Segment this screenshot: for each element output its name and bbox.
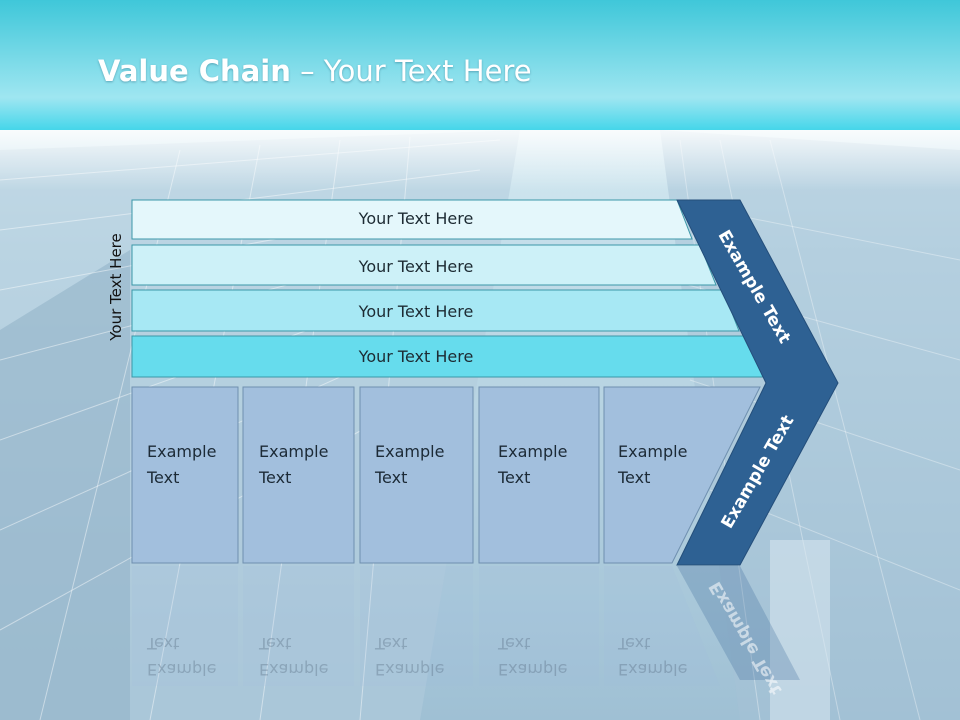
activity-box-reflection [479, 566, 599, 686]
bar-label: Your Text Here [358, 209, 474, 228]
title-bold: Value Chain [98, 54, 291, 88]
activity-box [131, 386, 239, 564]
box-label-line: Text [375, 468, 408, 487]
box-label-reflection: Example Text [147, 630, 216, 682]
box-label-line: Example [618, 442, 688, 461]
box-label: Example Text [618, 439, 687, 491]
reflection-line: Example [375, 660, 445, 679]
box-label-line: Text [147, 468, 180, 487]
reflection-line: Example [498, 660, 568, 679]
box-label-line: Text [259, 468, 292, 487]
value-bar [131, 244, 717, 286]
box-label-line: Example [147, 442, 217, 461]
box-layer [131, 386, 761, 686]
activity-box [242, 386, 355, 564]
box-label-line: Text [618, 468, 651, 487]
activity-box-reflection [243, 566, 354, 686]
box-label-line: Example [375, 442, 445, 461]
title-rest: – Your Text Here [290, 54, 532, 88]
reflection-line: Example [618, 660, 688, 679]
activity-box [478, 386, 600, 564]
box-label-line: Example [498, 442, 568, 461]
reflection-line: Text [147, 634, 180, 653]
box-label-reflection: Example Text [618, 630, 687, 682]
chevron-arrow [676, 199, 839, 566]
bar-label: Your Text Here [358, 257, 474, 276]
activity-box-reflection [132, 566, 238, 686]
reflection-line: Example [147, 660, 217, 679]
bar-label: Your Text Here [358, 347, 474, 366]
chevron-reflection [677, 566, 800, 680]
reflection-line: Example [259, 660, 329, 679]
activity-box [359, 386, 474, 564]
reflection-line: Text [375, 634, 408, 653]
reflection-line: Text [618, 634, 651, 653]
value-bar [131, 289, 740, 332]
box-label: Example Text [259, 439, 328, 491]
reflection-line: Text [498, 634, 531, 653]
box-label: Example Text [147, 439, 216, 491]
slide-title: Value Chain – Your Text Here [98, 54, 532, 88]
box-label-reflection: Example Text [375, 630, 444, 682]
value-bar [131, 199, 693, 240]
bar-layer [131, 199, 764, 378]
box-label-reflection: Example Text [498, 630, 567, 682]
box-label: Example Text [375, 439, 444, 491]
side-label: Your Text Here [107, 233, 125, 341]
box-label-reflection: Example Text [259, 630, 328, 682]
reflection-line: Text [259, 634, 292, 653]
box-label-line: Text [498, 468, 531, 487]
box-label: Example Text [498, 439, 567, 491]
box-label-line: Example [259, 442, 329, 461]
activity-box [603, 386, 761, 564]
activity-box-reflection [604, 566, 720, 686]
activity-box-reflection [360, 566, 473, 686]
bar-label: Your Text Here [358, 302, 474, 321]
